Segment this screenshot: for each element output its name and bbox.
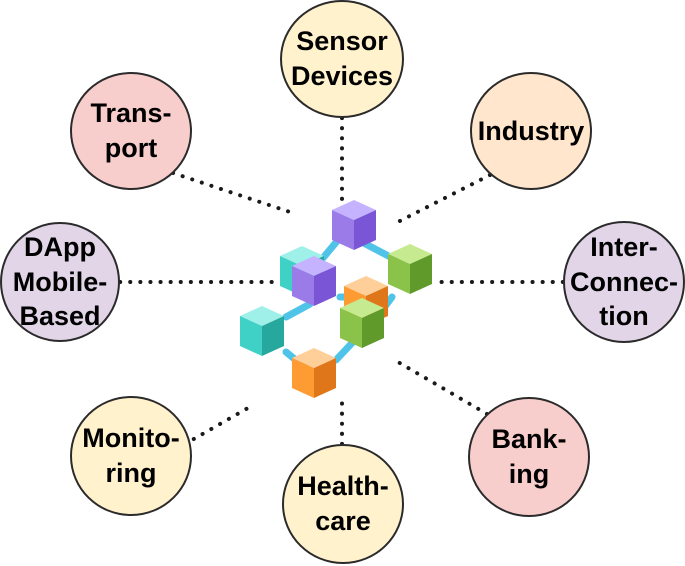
node-sensor-devices: Sensor Devices <box>280 0 404 118</box>
node-industry-label: Industry <box>477 115 585 146</box>
node-transport: Trans- port <box>70 72 192 190</box>
node-interconnection-label: Inter- Connec- tion <box>570 232 678 332</box>
cube-orange-bottom <box>292 348 336 398</box>
node-healthcare: Health- care <box>282 444 404 564</box>
cube-green-right <box>388 244 432 294</box>
node-monitoring-label: Monito- ring <box>82 423 180 488</box>
node-interconnection: Inter- Connec- tion <box>563 221 685 343</box>
connector-monitoring <box>183 406 250 446</box>
node-sensor-devices-label: Sensor Devices <box>290 26 394 91</box>
blockchain-cubes-icon <box>240 200 432 398</box>
node-industry: Industry <box>470 72 592 190</box>
cube-teal-left <box>240 306 284 356</box>
cube-purple-top <box>332 200 376 250</box>
cube-green-middle <box>340 298 384 348</box>
node-dapp-mobile-based-label: DApp Mobile- Based <box>12 232 108 332</box>
cube-purple-middle <box>292 256 336 306</box>
connector-industry <box>390 173 492 227</box>
node-transport-label: Trans- port <box>90 98 172 163</box>
node-banking: Bank- ing <box>468 397 590 517</box>
node-banking-label: Bank- ing <box>491 424 567 489</box>
connector-banking <box>396 360 489 416</box>
node-monitoring: Monito- ring <box>70 396 192 516</box>
node-healthcare-label: Health- care <box>297 471 389 536</box>
connector-transport <box>171 171 292 214</box>
node-dapp-mobile-based: DApp Mobile- Based <box>0 222 120 342</box>
